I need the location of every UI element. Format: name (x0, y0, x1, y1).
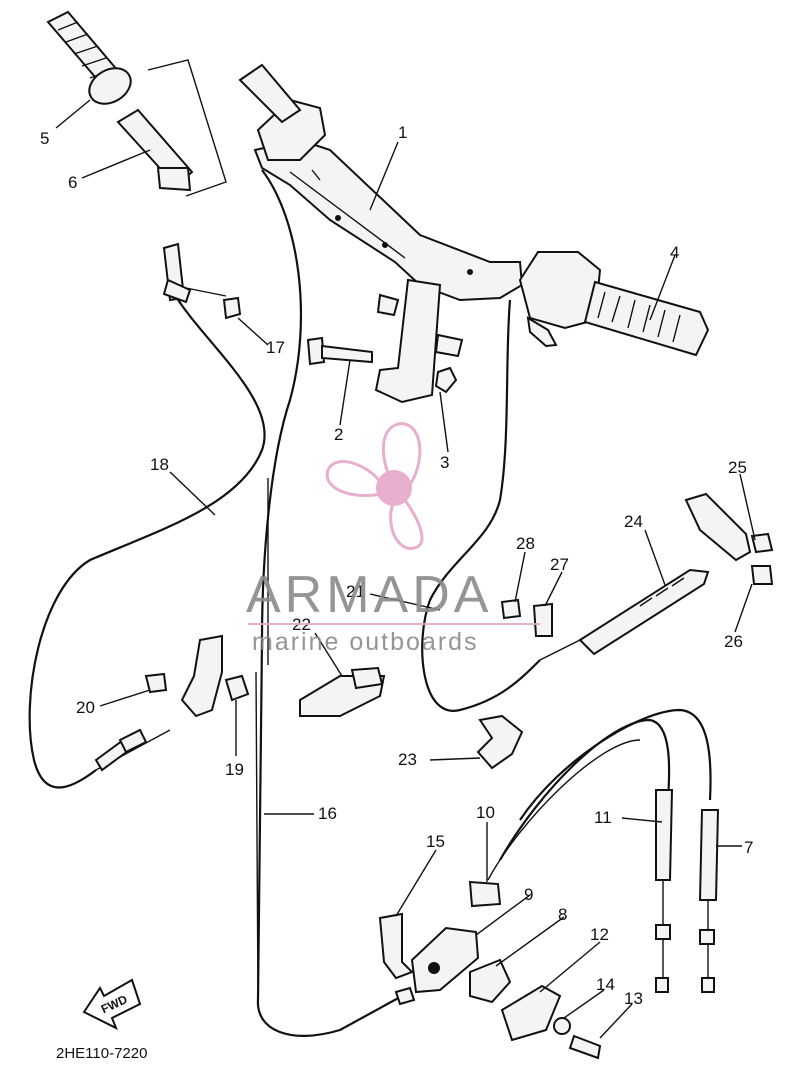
callout-1: 1 (398, 123, 407, 142)
callout-13: 13 (624, 989, 643, 1008)
callout-4: 4 (670, 243, 679, 262)
callout-27: 27 (550, 555, 569, 574)
callout-7: 7 (744, 838, 753, 857)
callout-18: 18 (150, 455, 169, 474)
callout-12: 12 (590, 925, 609, 944)
propeller-logo (325, 422, 424, 550)
callout-2: 2 (334, 425, 343, 444)
cables (28, 169, 720, 1037)
callout-15: 15 (426, 832, 445, 851)
fwd-arrow: FWD (82, 978, 142, 1031)
callout-8: 8 (558, 905, 567, 924)
callout-19: 19 (225, 760, 244, 779)
callout-26: 26 (724, 632, 743, 651)
watermark: ARMADA marine outboards (246, 422, 540, 656)
watermark-tagline: marine outboards (252, 628, 479, 656)
callout-numbers: 1 2 3 4 5 6 7 8 9 10 11 12 13 14 15 16 1… (40, 123, 753, 1008)
callout-17: 17 (266, 338, 285, 357)
callout-23: 23 (398, 750, 417, 769)
callout-25: 25 (728, 458, 747, 477)
callout-6: 6 (68, 173, 77, 192)
callout-24: 24 (624, 512, 643, 531)
callout-11: 11 (594, 808, 612, 827)
left-grip (46, 10, 132, 105)
callout-5: 5 (40, 129, 49, 148)
callout-20: 20 (76, 698, 95, 717)
watermark-brand: ARMADA (246, 566, 492, 624)
callout-28: 28 (516, 534, 535, 553)
handlebar (238, 63, 524, 302)
callout-3: 3 (440, 453, 449, 472)
callout-14: 14 (596, 975, 615, 994)
small-parts (144, 242, 774, 1060)
callout-16: 16 (318, 804, 337, 823)
steering-column (306, 278, 464, 404)
callout-10: 10 (476, 803, 495, 822)
throttle-housing (518, 251, 710, 357)
leader-lines (55, 99, 756, 1039)
callout-9: 9 (524, 885, 533, 904)
drawing-code: 2HE110-7220 (56, 1045, 147, 1062)
callout-21: 21 (346, 582, 365, 601)
grip-sleeve (116, 59, 227, 197)
